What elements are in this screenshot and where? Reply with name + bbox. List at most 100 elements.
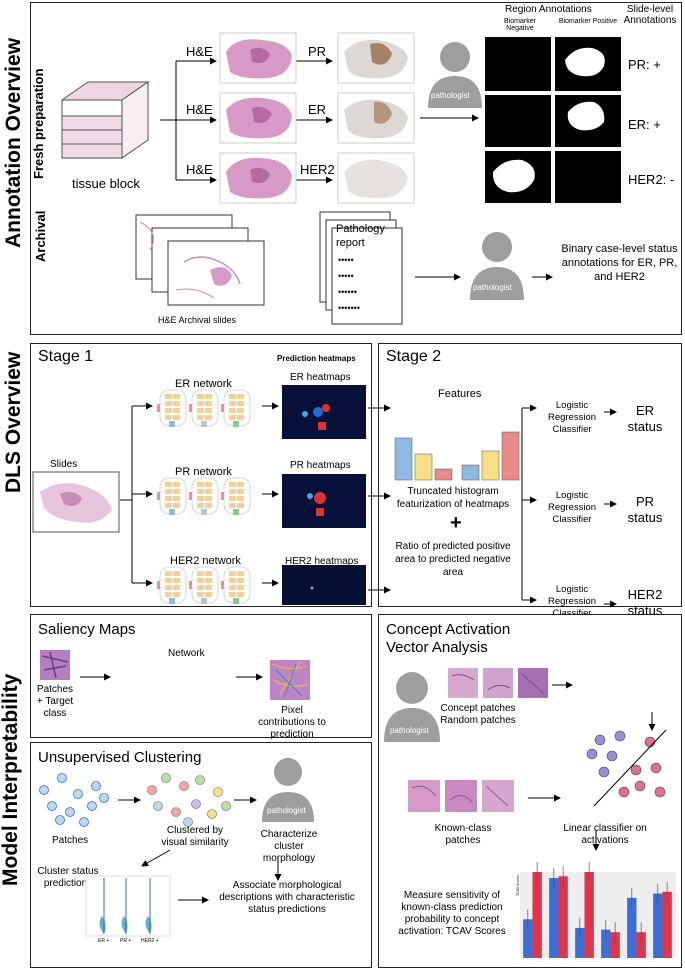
network-node (197, 401, 204, 406)
network-node (237, 592, 244, 597)
network-node (165, 408, 172, 413)
violin-label-her2: HER2 + (141, 938, 159, 944)
network-node (237, 578, 244, 583)
network-node (165, 401, 172, 406)
truncated-histogram-text: Truncated histogram featurization of hea… (396, 486, 510, 510)
pathologist-label-2: pathologist (473, 283, 512, 292)
network-node (165, 482, 172, 487)
report-title: Pathology report (336, 223, 385, 249)
random-dot (654, 786, 666, 798)
network-node (237, 496, 244, 501)
concept-patches-label: Concept patches Random patches (440, 703, 516, 726)
network-node (197, 571, 204, 576)
tcav-bar (558, 876, 568, 958)
clustered-dot (147, 785, 157, 795)
network-node (229, 571, 236, 576)
network-node (229, 585, 236, 590)
network-output-node (169, 598, 175, 604)
network-node (197, 592, 204, 597)
clustered-dot (153, 801, 163, 811)
network-node (229, 415, 236, 420)
network-node (205, 503, 212, 508)
her2-label: HER2 (300, 162, 335, 177)
report-line-4: ••••••• (338, 303, 361, 313)
concept-dot (594, 734, 606, 746)
network-node (165, 415, 172, 420)
archival-slides-label: H&E Archival slides (158, 315, 237, 325)
network-node (237, 503, 244, 508)
network-node (205, 489, 212, 494)
patch-dot (55, 815, 65, 825)
network-input-node (189, 404, 192, 412)
network-node (173, 503, 180, 508)
plus-sign: + (450, 512, 462, 534)
slide-level-title: Slide-level Annotations (623, 4, 677, 26)
violin-label-er: ER + (98, 938, 110, 944)
he-label-2: H&E (186, 102, 213, 117)
pr-status: PR status (627, 494, 663, 525)
network-node (229, 489, 236, 494)
region-annotations-title: Region Annotations (505, 4, 592, 15)
saliency-title: Saliency Maps (38, 621, 136, 638)
patches-label: Patches (52, 835, 89, 846)
network-node (165, 592, 172, 597)
pr-heatmaps-label: PR heatmaps (290, 460, 351, 471)
network-node (197, 408, 204, 413)
network-node (229, 592, 236, 597)
he-label-3: H&E (186, 162, 213, 177)
network-node (237, 401, 244, 406)
patch-dot (57, 773, 67, 783)
network-node (173, 394, 180, 399)
network-node (237, 489, 244, 494)
network-node (205, 592, 212, 597)
stage2-title: Stage 2 (386, 348, 442, 365)
network-node (165, 496, 172, 501)
network-node (229, 482, 236, 487)
er-network-label: ER network (175, 378, 232, 390)
pixel-contrib-label: Pixel contributions to prediction (258, 705, 326, 740)
network-input-node (189, 581, 192, 589)
report-line-2: ••••• (338, 271, 354, 281)
concept-dot (586, 748, 598, 760)
biomarker-negative-label: Biomarker Negative (504, 18, 536, 32)
network-input-node (221, 492, 224, 500)
er-status: ER status (627, 403, 663, 434)
features-label: Features (438, 388, 482, 400)
linear-classifier-label: Linear classifier on activations (563, 823, 647, 846)
er-result: ER: + (628, 117, 661, 132)
concept-dot (606, 750, 618, 762)
network-node (229, 408, 236, 413)
network-node (197, 482, 204, 487)
clustered-dot (179, 781, 189, 791)
prediction-heatmaps-title: Prediction heatmaps (277, 354, 356, 363)
her2-heatmaps-label: HER2 heatmaps (285, 556, 359, 567)
network-node (205, 585, 212, 590)
ratio-text: Ratio of predicted positive area to pred… (395, 541, 511, 578)
tcav-bar (575, 927, 585, 958)
network-node (237, 394, 244, 399)
clustered-dot (161, 773, 171, 783)
network-node (165, 394, 172, 399)
network-node (205, 401, 212, 406)
her2-result: HER2: - (628, 172, 675, 187)
clustered-dot (221, 801, 231, 811)
network-node (237, 415, 244, 420)
network-node (205, 394, 212, 399)
pathologist-label-4: pathologist (390, 726, 429, 735)
pr-label: PR (308, 44, 327, 59)
patch-dot (47, 801, 57, 811)
network-node (173, 496, 180, 501)
network-node (165, 585, 172, 590)
clustered-dot (171, 807, 181, 817)
clustered-dot (207, 809, 217, 819)
